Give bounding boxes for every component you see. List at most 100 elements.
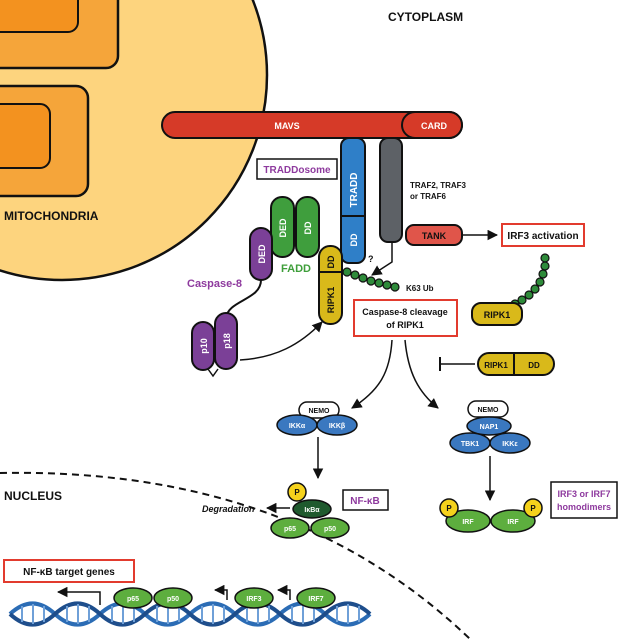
ripk1-complex: DD RIPK1 [318, 245, 343, 325]
ikba [292, 499, 332, 519]
degradation-label: Degradation [202, 504, 255, 514]
irf-homodimers-label-2: homodimers [557, 502, 611, 512]
irf-homodimers-box [550, 481, 618, 519]
irf-right-phospho [523, 498, 543, 518]
p10-label: p10 [199, 338, 209, 354]
ikba-label: IκBα [304, 507, 320, 514]
irf-right-label: IRF [507, 519, 519, 526]
fadd-label: FADD [281, 263, 311, 275]
nfkb-label: NF-κB [350, 496, 379, 507]
ripk1-dd-label: DD [326, 255, 336, 268]
nemo-left-label: NEMO [309, 408, 331, 415]
tradd-dd-label: DD [349, 233, 359, 246]
tradd: TRADD DD [340, 137, 366, 264]
ikke [489, 432, 531, 454]
tank-label: TANK [422, 231, 447, 241]
ripk1-body [318, 245, 343, 325]
dna-irf3 [234, 587, 274, 609]
ripk1-dd-block-a: RIPK1 [484, 361, 508, 370]
free-ripk1-label: RIPK1 [484, 310, 511, 320]
dna-p65 [113, 587, 153, 609]
fadd-ded [270, 196, 295, 258]
dna-strand-b [8, 601, 372, 627]
dna-p50 [153, 587, 193, 609]
p50 [310, 517, 350, 539]
tradd-body [340, 137, 366, 264]
nucleus-label: NUCLEUS [4, 489, 62, 503]
p18-label: p18 [222, 333, 232, 349]
traf-adaptor: TRAF2, TRAF3 or TRAF6 ? [368, 137, 467, 276]
k63-label: K63 Ub [406, 284, 434, 293]
nemo-right-label: NEMO [478, 407, 500, 414]
traf-label-2: or TRAF6 [410, 192, 447, 201]
cytoplasm-label: CYTOPLASM [388, 10, 463, 24]
dna-irf7 [296, 587, 336, 609]
ikkb [316, 414, 358, 436]
mavs-complex: MAVS CARD [161, 111, 463, 139]
irf3-activation-box [501, 223, 585, 247]
traf-body [379, 137, 403, 243]
question-mark: ? [368, 254, 374, 264]
traf-label-1: TRAF2, TRAF3 [410, 181, 467, 190]
ripk1-dd-fragment: RIPK1 DD [439, 352, 555, 376]
cleavage-box [353, 299, 458, 337]
fadd-dd-label: DD [303, 221, 313, 234]
ikk-complex: NEMO IKKα IKKβ [276, 401, 358, 480]
crista-bottom-inner [0, 103, 51, 169]
free-ripk1 [471, 302, 523, 326]
fadd-ded-label: DED [278, 218, 288, 238]
ikba-phospho-label: P [294, 488, 300, 497]
mavs-label: MAVS [274, 121, 299, 131]
irf-right-phospho-label: P [530, 504, 536, 513]
casp8-ded-label: DED [257, 244, 267, 264]
irf-dimer: IRF IRF P P IRF3 or IRF7 homodimers [439, 481, 618, 533]
dna-irf3-label: IRF3 [246, 596, 261, 603]
ikkb-label: IKKβ [329, 423, 346, 430]
traddosome-box [256, 158, 338, 180]
ikke-label: IKKε [502, 441, 518, 448]
p50-label: p50 [324, 526, 336, 533]
nap1 [466, 416, 512, 436]
mitochondrion: MITOCHONDRIA [0, 0, 269, 282]
irf-left-phospho-label: P [446, 504, 452, 513]
irf-left-phospho [439, 498, 459, 518]
nfkb-targets-box [3, 559, 135, 583]
fadd-dd [295, 196, 320, 258]
nfkb-complex: p65 p50 IκBα P NF-κB Degradation [202, 482, 389, 539]
p65 [270, 517, 310, 539]
caspase-8: DED Caspase-8 p10 p18 [187, 227, 323, 378]
cleavage-label-1: Caspase-8 cleavage [362, 307, 448, 317]
nfkb-box [342, 489, 389, 511]
irf-homodimers-label-1: IRF3 or IRF7 [557, 489, 610, 499]
tbk1-complex: NEMO NAP1 TBK1 IKKε [449, 400, 531, 502]
tank-irf3-branch: TANK IRF3 activation [405, 223, 585, 247]
ikka-label: IKKα [289, 423, 306, 430]
p65-label: p65 [284, 526, 296, 533]
ripk1-dd-block [477, 352, 555, 376]
irf-left [445, 509, 491, 533]
nap1-label: NAP1 [480, 424, 499, 431]
crista-top-inner [0, 0, 79, 33]
dna-p65-label: p65 [127, 596, 139, 603]
k63-ubiquitin-chain: K63 Ub [342, 267, 434, 293]
ripk1-dd-block-b: DD [528, 361, 540, 370]
mitochondria-label: MITOCHONDRIA [4, 209, 99, 223]
card-domain [401, 111, 463, 139]
ripk1-label: RIPK1 [326, 287, 336, 314]
traddosome-label: TRADDosome [263, 165, 331, 176]
free-ripk1-ub: RIPK1 [471, 253, 550, 326]
irf-right [490, 509, 536, 533]
fadd: DED DD FADD [270, 196, 320, 275]
dna-p50-label: p50 [167, 596, 179, 603]
card-label: CARD [421, 121, 447, 131]
p18-subunit [214, 312, 238, 370]
nfkb-targets-label: NF-κB target genes [23, 567, 115, 578]
tank-protein [405, 224, 463, 246]
ikba-phospho [287, 482, 307, 502]
cleavage-label-2: of RIPK1 [386, 320, 424, 330]
dna-irf7-label: IRF7 [308, 596, 323, 603]
dna-bound-factors: p65 p50 IRF3 IRF7 [113, 587, 336, 609]
nemo-left [298, 401, 340, 419]
